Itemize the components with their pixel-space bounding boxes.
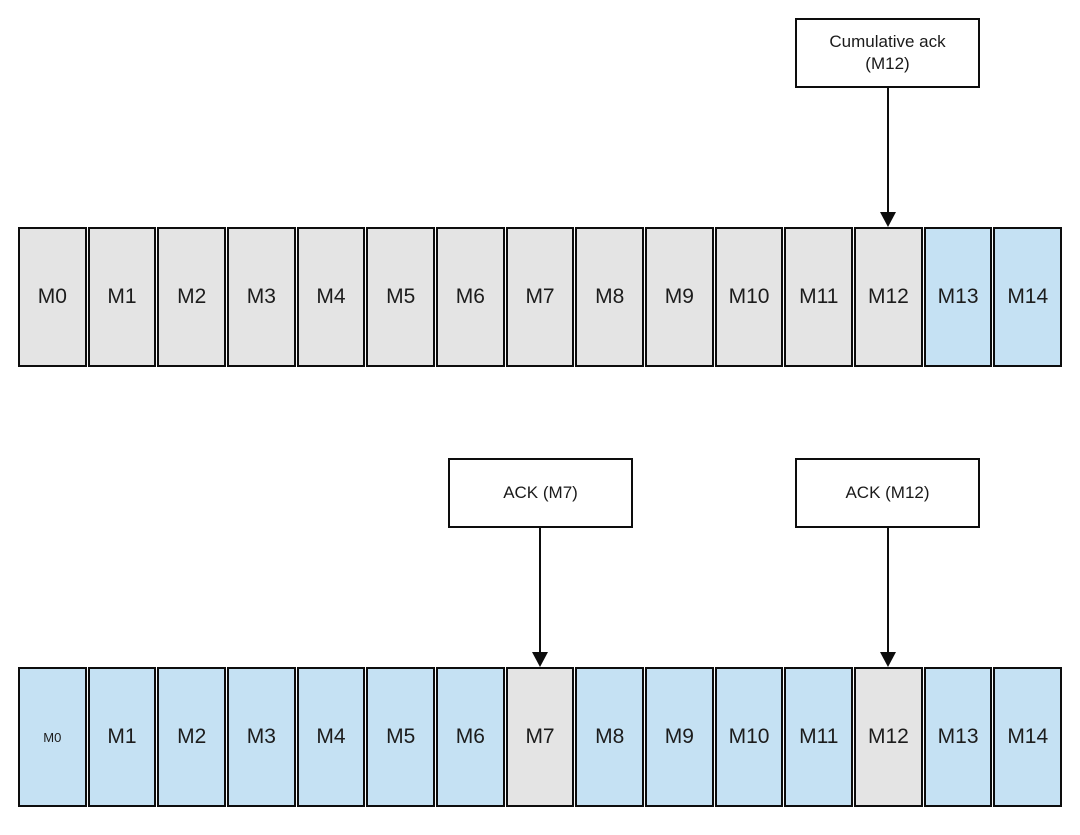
top-cell-m13: M13 (923, 227, 993, 367)
top-cell-m14: M14 (993, 227, 1063, 367)
bottom-message-row: M0 M1 M2 M3 M4 M5 M6 M7 M8 M9 M10 M11 M1… (18, 667, 1063, 807)
top-cell-m3: M3 (227, 227, 296, 367)
top-cell-m2: M2 (157, 227, 227, 367)
cell-label: M1 (107, 725, 137, 748)
cumulative-ack-arrow-line (887, 87, 889, 215)
cell-label: M11 (799, 285, 839, 308)
bottom-cell-m12: M12 (854, 667, 923, 807)
cell-label: M2 (177, 725, 207, 748)
ack-m7-arrowhead-icon (532, 652, 548, 667)
cell-label: M4 (316, 725, 346, 748)
cell-label: M10 (728, 725, 770, 748)
top-cell-m8: M8 (575, 227, 645, 367)
top-cell-m6: M6 (436, 227, 505, 367)
cell-label: M6 (455, 725, 485, 748)
ack-m12-label: ACK (M12) (845, 483, 930, 502)
bottom-cell-m11: M11 (784, 667, 854, 807)
cell-label: M3 (246, 725, 276, 748)
cell-label: M9 (664, 285, 694, 308)
cell-label: M6 (455, 285, 485, 308)
cell-label: M8 (595, 725, 625, 748)
cell-label: M9 (664, 725, 694, 748)
cell-label: M11 (799, 725, 839, 748)
bottom-cell-m6: M6 (436, 667, 505, 807)
cumulative-ack-label-box: Cumulative ack (M12) (795, 18, 980, 88)
top-cell-m9: M9 (645, 227, 714, 367)
bottom-cell-m10: M10 (714, 667, 784, 807)
top-message-row: M0 M1 M2 M3 M4 M5 M6 M7 M8 M9 M10 M11 M1… (18, 227, 1063, 367)
bottom-cell-m2: M2 (157, 667, 227, 807)
cell-label: M13 (937, 285, 979, 308)
top-cell-m11: M11 (784, 227, 854, 367)
cell-label: M5 (386, 285, 416, 308)
cumulative-ack-label-line2: (M12) (865, 54, 910, 73)
ack-m7-label: ACK (M7) (503, 483, 578, 502)
bottom-cell-m4: M4 (296, 667, 366, 807)
bottom-cell-m14: M14 (993, 667, 1063, 807)
bottom-cell-m5: M5 (366, 667, 436, 807)
bottom-cell-m13: M13 (923, 667, 993, 807)
cell-label: M1 (107, 285, 137, 308)
cell-label: M5 (386, 725, 416, 748)
top-cell-m1: M1 (87, 227, 157, 367)
cumulative-ack-label-line1: Cumulative ack (829, 32, 946, 51)
cell-label: M2 (177, 285, 207, 308)
cell-label: M0 (37, 285, 67, 308)
bottom-cell-m3: M3 (227, 667, 296, 807)
cell-label: M14 (1007, 285, 1049, 308)
cell-label: M4 (316, 285, 346, 308)
cell-label: M7 (525, 285, 555, 308)
cell-label: M7 (525, 725, 555, 748)
cell-label: M8 (595, 285, 625, 308)
cell-label: M12 (867, 725, 909, 748)
ack-m7-label-box: ACK (M7) (448, 458, 633, 528)
ack-m7-arrow-line (539, 527, 541, 655)
cell-label: M14 (1007, 725, 1049, 748)
top-cell-m5: M5 (366, 227, 436, 367)
cell-label: M3 (246, 285, 276, 308)
top-cell-m10: M10 (714, 227, 784, 367)
cell-label: M13 (937, 725, 979, 748)
cell-label: M12 (867, 285, 909, 308)
top-cell-m4: M4 (296, 227, 366, 367)
cell-label: M10 (728, 285, 770, 308)
bottom-cell-m7: M7 (505, 667, 575, 807)
top-cell-m7: M7 (505, 227, 575, 367)
bottom-cell-m9: M9 (645, 667, 714, 807)
ack-m12-arrowhead-icon (880, 652, 896, 667)
top-cell-m12: M12 (854, 227, 923, 367)
bottom-cell-m0: M0 (18, 667, 87, 807)
ack-m12-arrow-line (887, 527, 889, 655)
bottom-cell-m8: M8 (575, 667, 645, 807)
ack-m12-label-box: ACK (M12) (795, 458, 980, 528)
cell-label: M0 (43, 729, 62, 745)
cumulative-ack-arrowhead-icon (880, 212, 896, 227)
top-cell-m0: M0 (18, 227, 87, 367)
bottom-cell-m1: M1 (87, 667, 157, 807)
